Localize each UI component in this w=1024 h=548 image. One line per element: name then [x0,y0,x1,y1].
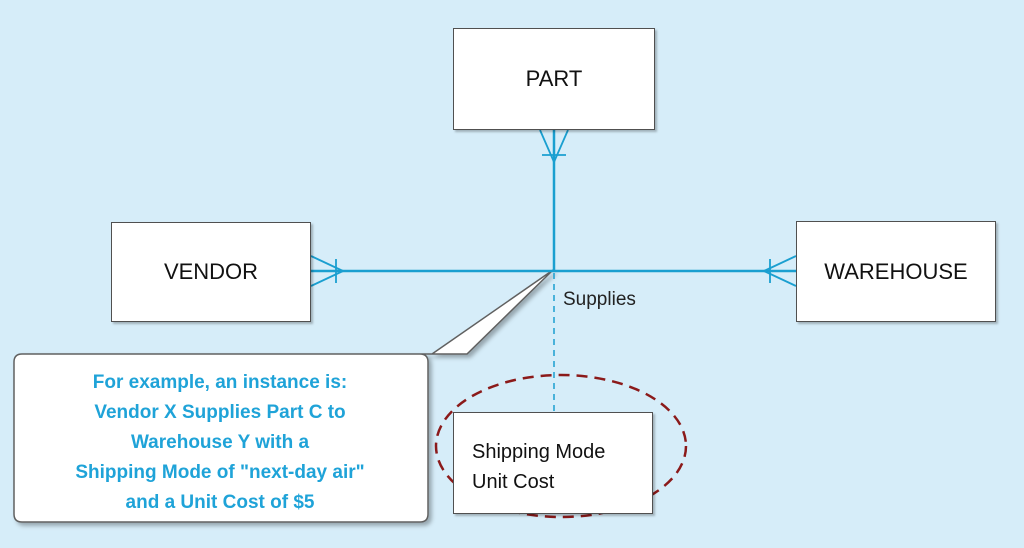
crowsfoot-part [539,129,569,163]
callout-line: and a Unit Cost of $5 [125,492,315,513]
entity-warehouse-label: WAREHOUSE [824,258,968,284]
associative-attribute-box: Shipping Mode Unit Cost [453,412,653,514]
callout-line: Shipping Mode of "next-day air" [75,462,365,483]
entity-part: PART [453,28,655,130]
callout-bubble [13,269,554,523]
entity-warehouse: WAREHOUSE [796,221,996,322]
attribute-shipping-mode: Shipping Mode [472,441,606,463]
entity-vendor-label: VENDOR [163,259,259,284]
crowsfoot-warehouse [763,255,797,287]
entity-part-label: PART [525,66,583,91]
highlight-ellipse [434,373,688,519]
callout-line: Warehouse Y with a [130,432,310,453]
relationship-label: Supplies [563,289,636,310]
callout-text: For example, an instance is: Vendor X Su… [14,368,426,518]
entity-vendor: VENDOR [111,222,311,322]
attribute-unit-cost: Unit Cost [472,471,555,493]
callout-line: Vendor X Supplies Part C to [94,402,346,423]
callout-line: For example, an instance is: [92,372,348,393]
crowsfoot-vendor [310,255,344,287]
